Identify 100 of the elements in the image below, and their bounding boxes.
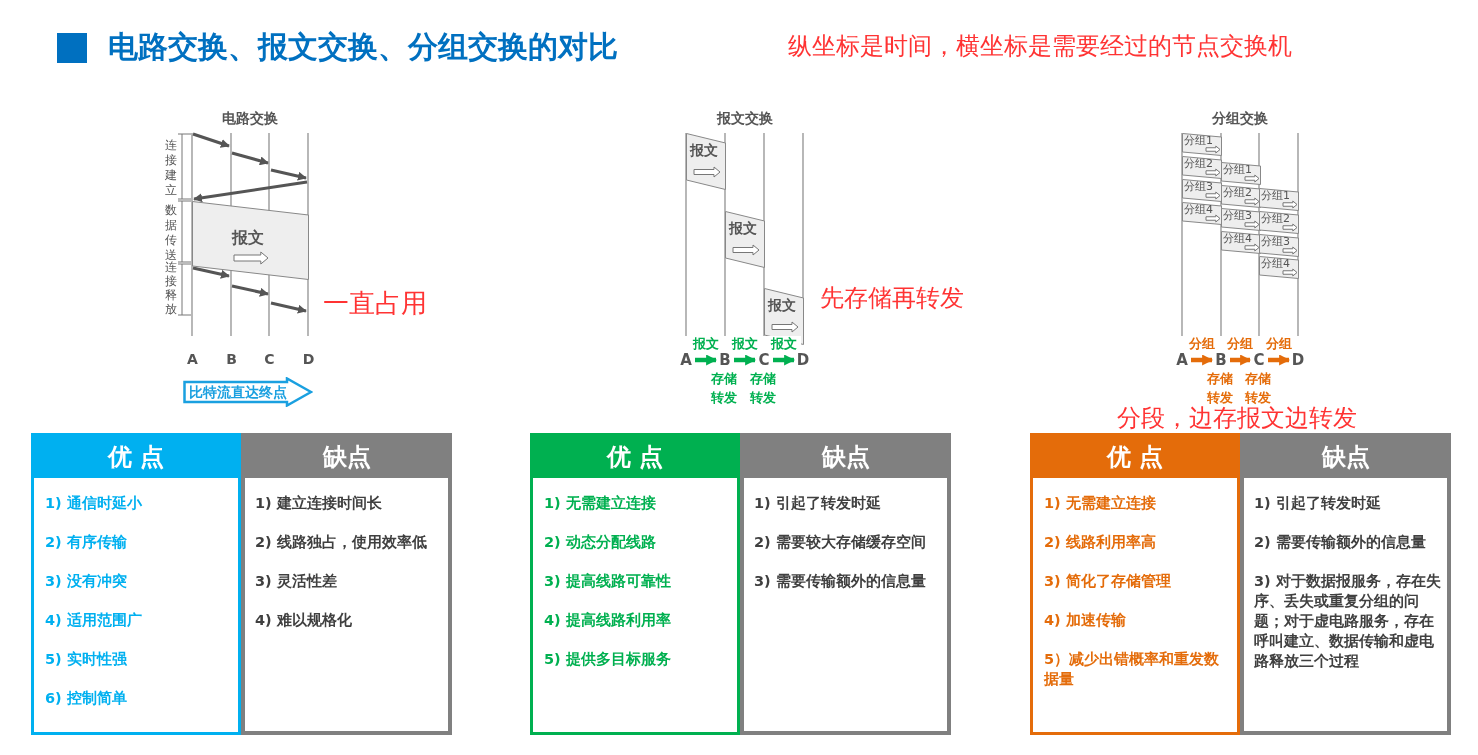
- list-item: 2) 需要较大存储缓存空间: [754, 533, 927, 552]
- arrow: [1230, 354, 1252, 366]
- phase-label: 数据传送: [165, 203, 178, 262]
- disadvantages-panel: [1240, 433, 1451, 735]
- box-label: 分组4: [1261, 257, 1290, 270]
- panel-header: 优 点: [34, 436, 238, 478]
- list-item: 3) 没有冲突: [45, 572, 128, 591]
- list-item: 3) 灵活性差: [255, 572, 338, 591]
- list-item: 6) 控制简单: [45, 689, 128, 708]
- box-label: 分组1: [1261, 189, 1290, 202]
- packet-box: [1221, 185, 1261, 208]
- disadvantages-panel: [740, 433, 951, 735]
- message-box: [686, 133, 726, 190]
- node-letter: C: [263, 351, 276, 367]
- list-item: 5）减少出错概率和重发数据量: [1044, 650, 1221, 689]
- node-letter: D: [301, 351, 316, 367]
- list-item: 1) 通信时延小: [45, 494, 143, 513]
- box-label: 报文: [768, 297, 796, 315]
- annotation: 先存储再转发: [820, 283, 964, 314]
- list-item: 1) 无需建立连接: [1044, 494, 1157, 513]
- phase-label: 连接释放: [165, 260, 178, 316]
- list-item: 5) 实时性强: [45, 650, 128, 669]
- packet-box: [1259, 234, 1299, 257]
- box-label: 分组1: [1223, 163, 1252, 176]
- data-block: [192, 201, 309, 280]
- banner-label: 比特流直达终点: [189, 383, 287, 401]
- box-label: 分组2: [1223, 186, 1252, 199]
- node-letter: B: [1213, 351, 1229, 369]
- chart-label: 电路交换: [221, 110, 279, 128]
- list-item: 1) 建立连接时间长: [255, 494, 383, 513]
- box-label: 分组3: [1223, 209, 1252, 222]
- panel-header: 优 点: [1033, 436, 1237, 478]
- packet-box: [1182, 202, 1222, 225]
- node-caption: 存储转发: [1245, 370, 1272, 406]
- arrow: [695, 354, 718, 366]
- disadvantages-panel: [241, 433, 452, 735]
- box-label: 分组3: [1261, 235, 1290, 248]
- node-caption: 存储转发: [750, 370, 777, 407]
- node-letter: C: [1251, 351, 1267, 369]
- node-letter: D: [1290, 351, 1306, 369]
- list-item: 1) 引起了转发时延: [754, 494, 882, 513]
- list-item: 3) 对于数据报服务，存在失序、丢失或重复分组的问题；对于虚电路服务，存在呼叫建立、数据传输和虚电路释放三个过程: [1254, 572, 1442, 671]
- packet-box: [1259, 211, 1299, 234]
- list-item: 3) 需要传输额外的信息量: [754, 572, 927, 591]
- list-item: 2) 需要传输额外的信息量: [1254, 533, 1427, 552]
- arrow-banner: [183, 377, 313, 407]
- advantages-panel: [530, 433, 740, 735]
- panel-header: 优 点: [533, 436, 737, 478]
- node-letter: B: [717, 351, 733, 369]
- node-letter: B: [225, 351, 238, 367]
- list-item: 4) 加速传输: [1044, 611, 1127, 630]
- list-item: 4) 提高线路利用率: [544, 611, 672, 630]
- node-caption: 存储转发: [1207, 370, 1234, 406]
- packet-box: [1221, 208, 1261, 231]
- packet-box: [1182, 179, 1222, 202]
- box-label: 分组4: [1223, 232, 1252, 245]
- packet-box: [1182, 133, 1222, 156]
- list-item: 5) 提供多目标服务: [544, 650, 672, 669]
- box-label: 分组2: [1261, 212, 1290, 225]
- list-item: 2) 有序传输: [45, 533, 128, 552]
- node-letter: D: [795, 351, 811, 369]
- packet-box: [1221, 162, 1261, 185]
- list-item: 3) 提高线路可靠性: [544, 572, 672, 591]
- list-item: 2) 线路利用率高: [1044, 533, 1157, 552]
- packet-box: [1221, 231, 1261, 254]
- node-letter: A: [186, 351, 199, 367]
- box-label: 分组3: [1184, 180, 1213, 193]
- box-label: 分组1: [1184, 134, 1213, 147]
- node-caption: 存储转发: [711, 370, 738, 407]
- node-letter: C: [756, 351, 772, 369]
- panel-header: 缺点: [1244, 437, 1447, 478]
- annotation: 一直占用: [323, 287, 427, 320]
- advantages-panel: [31, 433, 241, 735]
- panel-header: 缺点: [245, 437, 448, 478]
- chart-label: 分组交换: [1211, 110, 1269, 128]
- phase-label: 连接建立: [165, 138, 178, 198]
- node-letter: A: [678, 351, 694, 369]
- list-item: 4) 适用范围广: [45, 611, 143, 630]
- message-box: [725, 211, 765, 268]
- arrow: [734, 354, 757, 366]
- list-item: 1) 无需建立连接: [544, 494, 657, 513]
- arrow: [1268, 354, 1291, 366]
- box-label: 报文: [729, 220, 757, 238]
- list-item: 1) 引起了转发时延: [1254, 494, 1382, 513]
- packet-box: [1259, 188, 1299, 211]
- advantages-panel: [1030, 433, 1240, 735]
- packet-box: [1182, 156, 1222, 179]
- slide-title: 电路交换、报文交换、分组交换的对比: [108, 28, 618, 66]
- panel-header: 缺点: [744, 437, 947, 478]
- annotation: 分段，边存报文边转发: [1117, 404, 1357, 434]
- node-letter: A: [1174, 351, 1190, 369]
- arrow: [773, 354, 796, 366]
- box-label: 报文: [690, 142, 718, 160]
- list-item: 4) 难以规格化: [255, 611, 353, 630]
- box-label: 报文: [232, 228, 264, 249]
- packet-box: [1259, 256, 1299, 279]
- box-label: 分组2: [1184, 157, 1213, 170]
- chart-label: 报文交换: [715, 110, 774, 128]
- list-item: 3) 简化了存储管理: [1044, 572, 1172, 591]
- edge-label: 报文: [766, 336, 801, 352]
